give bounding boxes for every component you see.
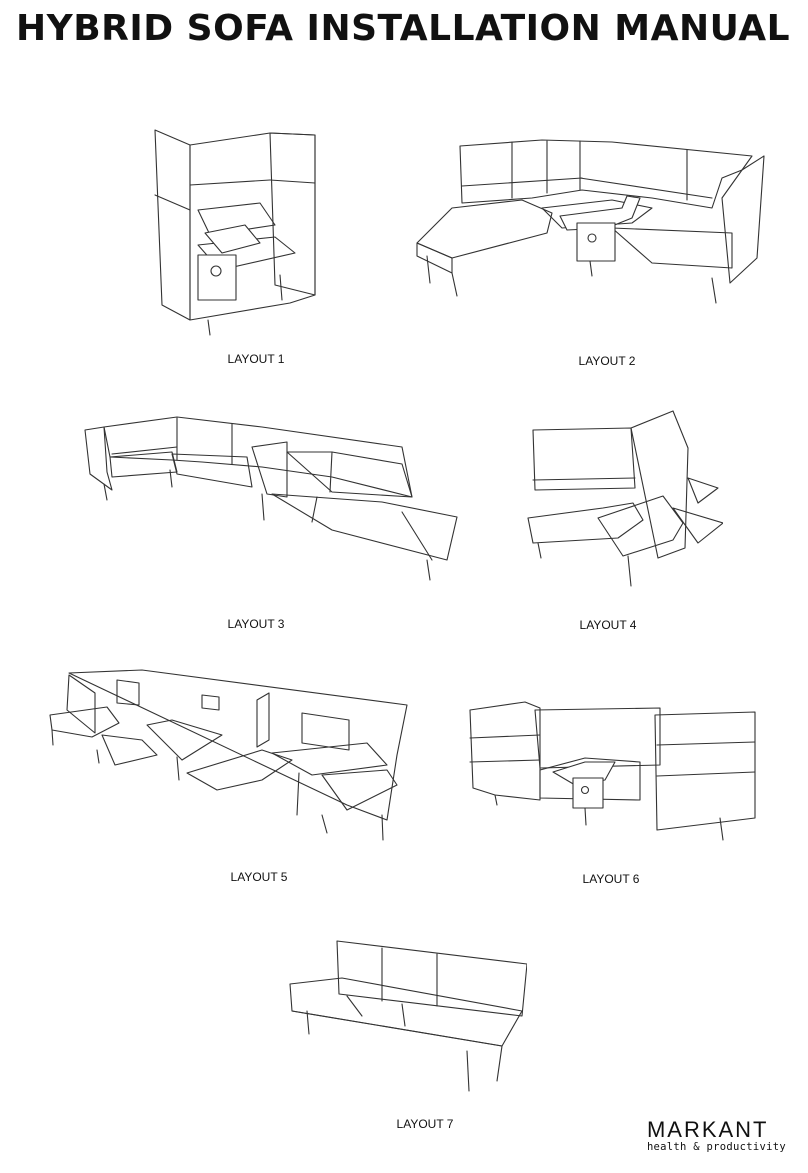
layout-3-illustration bbox=[82, 412, 460, 587]
layout-2-label: LAYOUT 2 bbox=[578, 354, 636, 368]
layout-5-illustration bbox=[47, 665, 415, 845]
layout-5-label: LAYOUT 5 bbox=[230, 870, 288, 884]
layout-7-label: LAYOUT 7 bbox=[396, 1117, 454, 1131]
layout-7-illustration bbox=[287, 936, 527, 1101]
layout-1-illustration bbox=[150, 125, 325, 340]
brand-tagline: health & productivity bbox=[646, 1141, 786, 1153]
layout-6-illustration bbox=[465, 700, 763, 845]
layout-3-label: LAYOUT 3 bbox=[227, 617, 285, 631]
brand-name: MARKANT bbox=[646, 1117, 769, 1142]
layout-1-label: LAYOUT 1 bbox=[227, 352, 285, 366]
brand-logo: MARKANT health & productivity bbox=[647, 1117, 786, 1153]
layout-2-illustration bbox=[412, 138, 770, 308]
page-title: HYBRID SOFA INSTALLATION MANUAL bbox=[16, 8, 791, 49]
layout-4-illustration bbox=[523, 408, 723, 593]
layout-6-label: LAYOUT 6 bbox=[582, 872, 640, 886]
layout-4-label: LAYOUT 4 bbox=[579, 618, 637, 632]
